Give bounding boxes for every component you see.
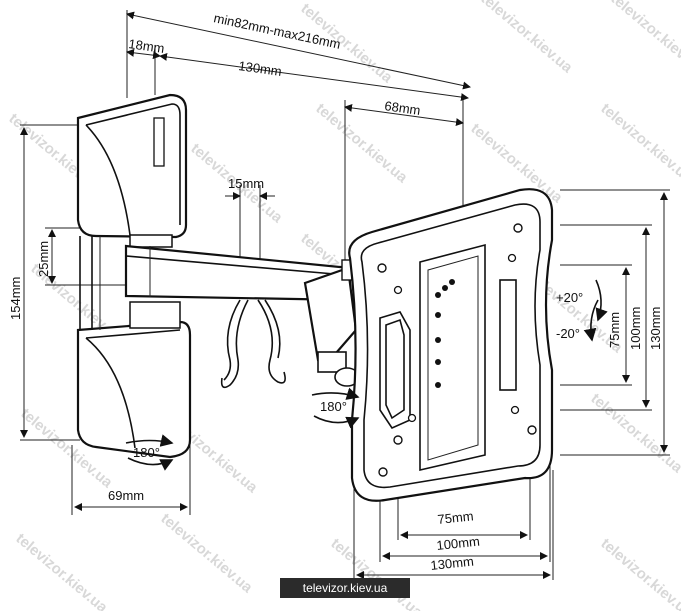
dim-130-bottom: 130mm	[430, 554, 475, 573]
dim-130-right: 130mm	[648, 307, 663, 350]
dim-130-top: 130mm	[238, 58, 283, 79]
dim-100-right: 100mm	[628, 307, 643, 350]
rotation-wall-label: 180°	[133, 445, 160, 460]
swing-arm	[124, 244, 360, 387]
tilt-down-label: -20°	[556, 326, 580, 341]
dim-75-bottom: 75mm	[437, 508, 474, 527]
dim-15: 15mm	[228, 176, 264, 191]
watermark: televizor.kiev.ua	[327, 535, 426, 611]
wall-plate	[76, 93, 192, 459]
site-label: televizor.kiev.ua	[280, 578, 410, 598]
dim-68: 68mm	[384, 98, 422, 118]
watermark: televizor.kiev.ua	[607, 0, 681, 77]
rotation-labels: 180° 180° +20° -20°	[133, 290, 583, 460]
dim-18: 18mm	[128, 36, 166, 56]
dimension-lines	[20, 11, 668, 579]
watermark: televizor.kiev.ua	[587, 390, 681, 477]
watermark: televizor.kiev.ua	[597, 535, 681, 611]
tv-plate	[348, 188, 554, 502]
dim-69: 69mm	[108, 488, 144, 503]
dim-100-bottom: 100mm	[436, 534, 481, 553]
dim-154: 154mm	[8, 277, 23, 320]
cable-hooks	[220, 299, 286, 389]
rotation-head-label: 180°	[320, 399, 347, 414]
dim-75-right: 75mm	[607, 312, 622, 348]
watermark: televizor.kiev.ua	[12, 530, 111, 611]
tilt-up-label: +20°	[556, 290, 583, 305]
watermark: televizor.kiev.ua	[597, 100, 681, 187]
watermark: televizor.kiev.ua	[157, 510, 256, 597]
dim-25: 25mm	[36, 241, 51, 277]
watermark: televizor.kiev.ua	[477, 0, 576, 77]
rotation-indicators	[125, 279, 608, 471]
